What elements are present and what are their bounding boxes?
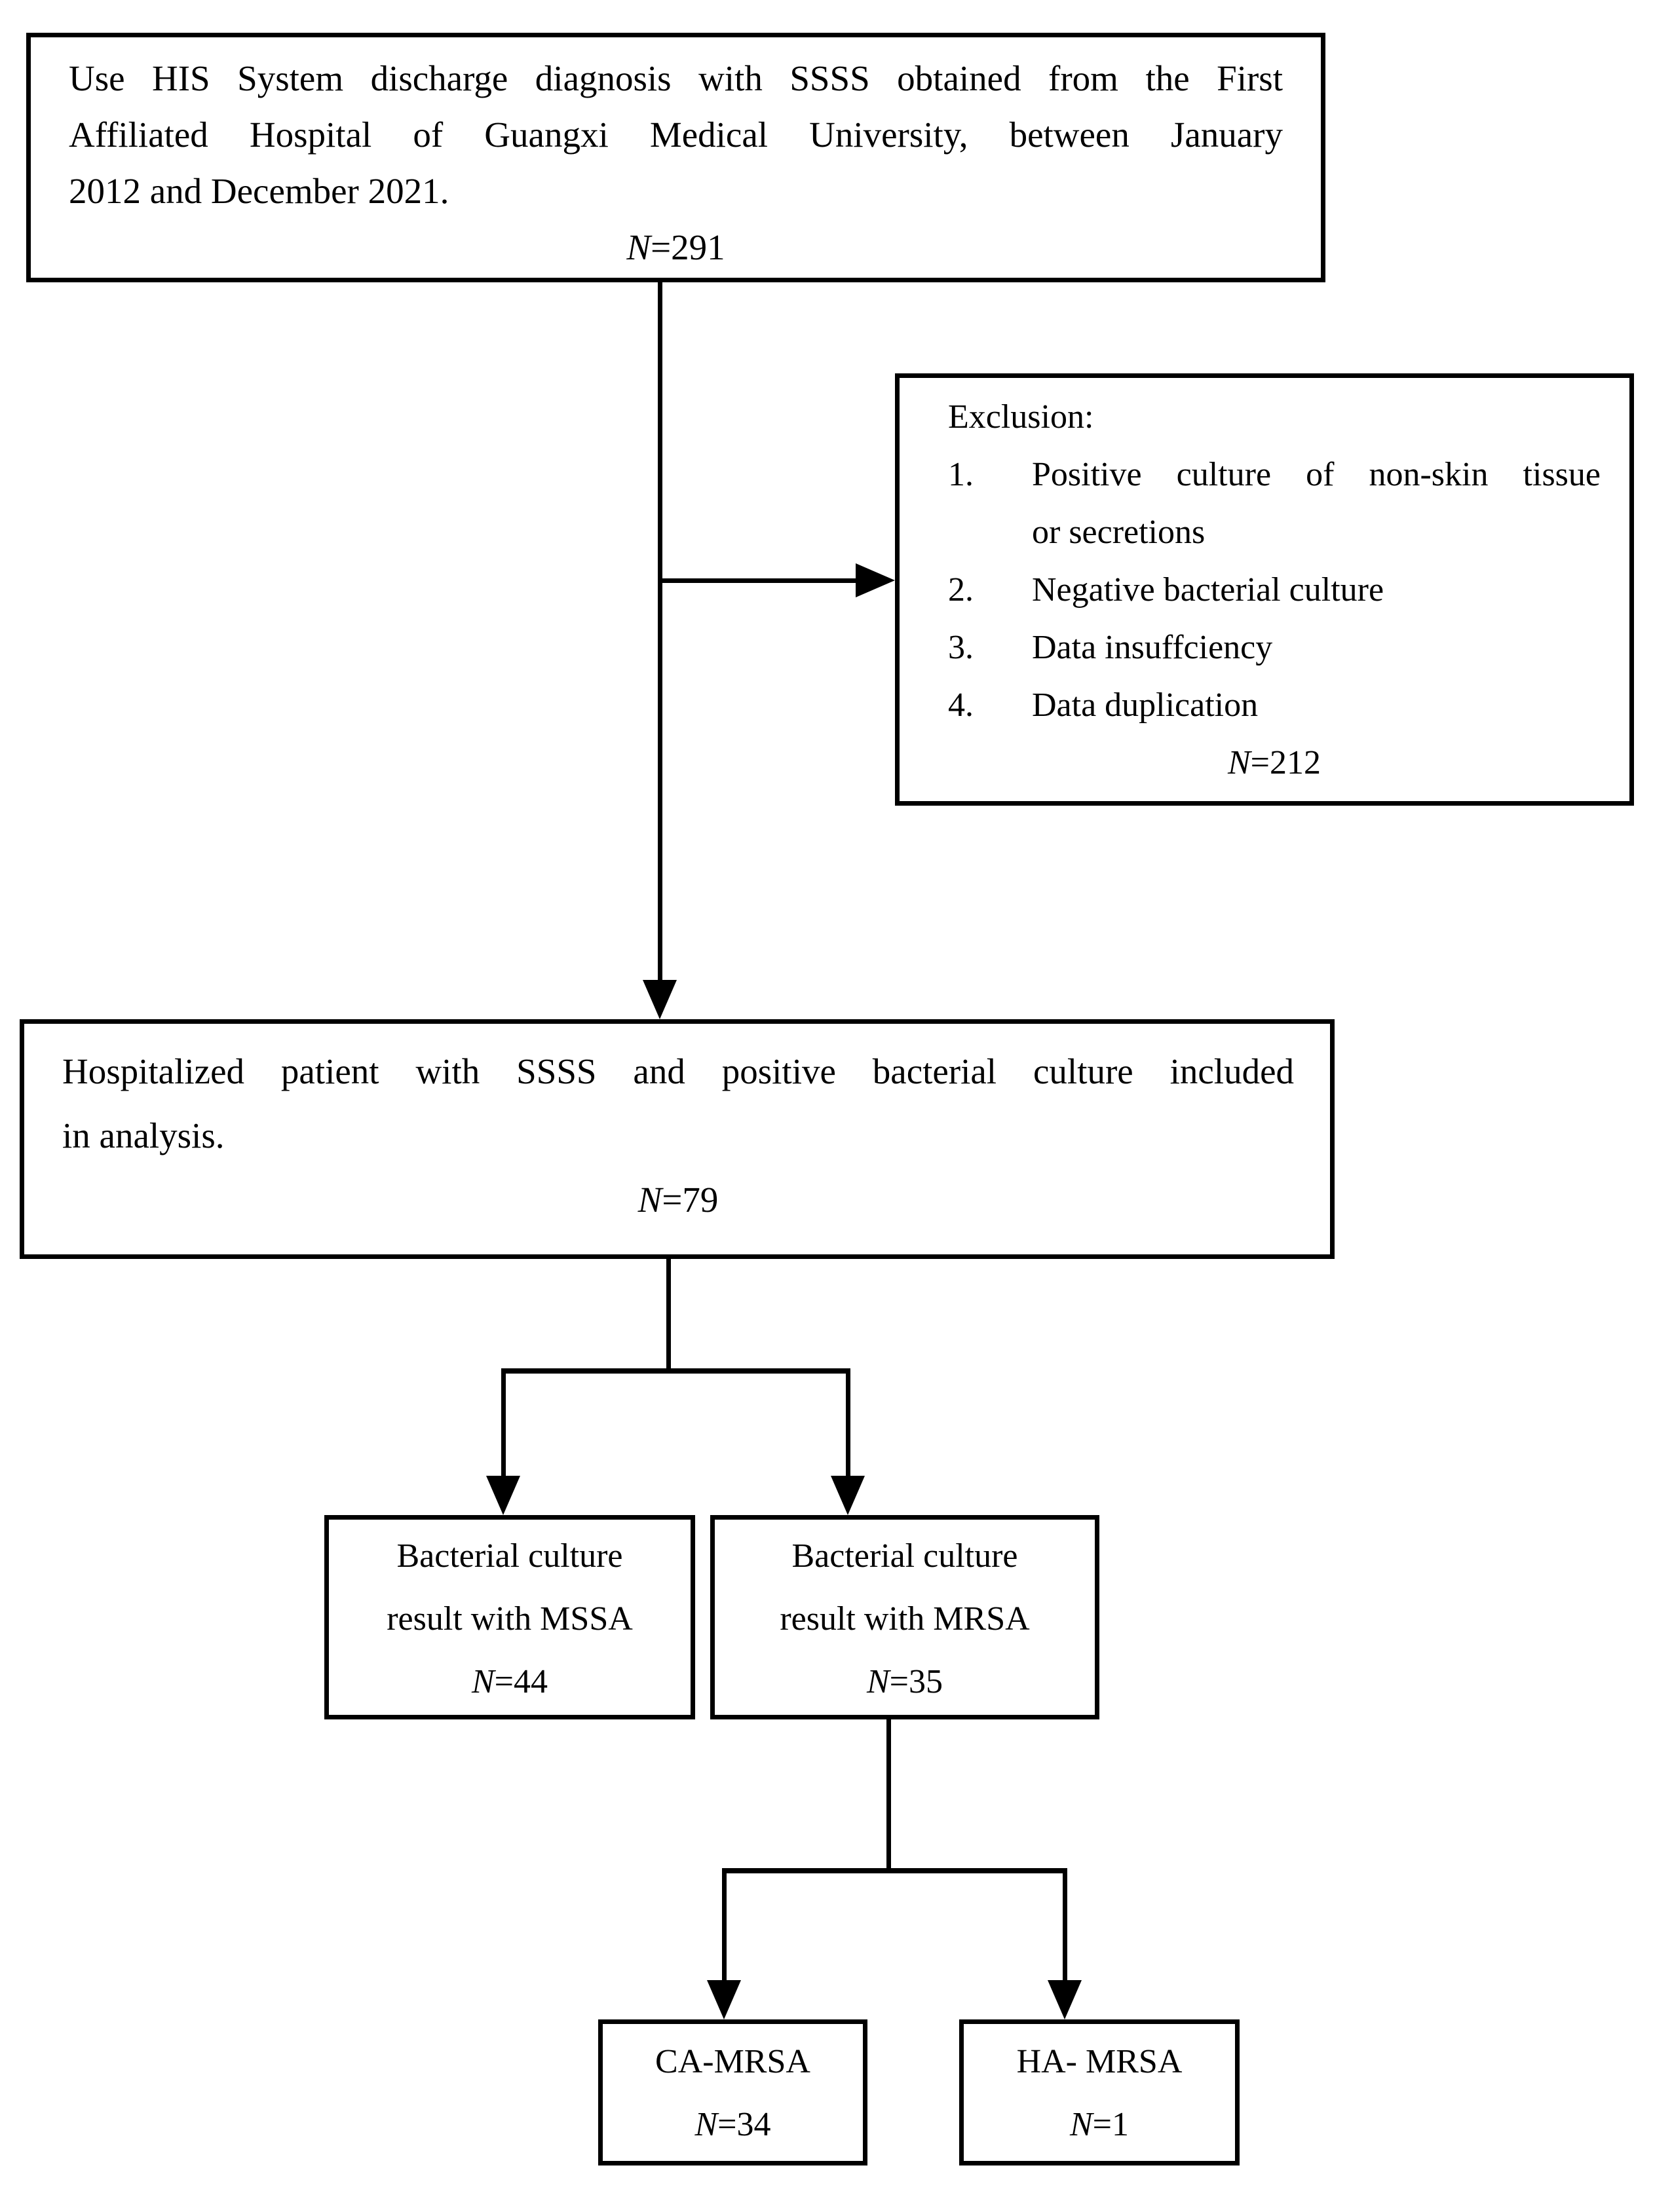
- mssa-box-line: Bacterial culture: [396, 1537, 623, 1575]
- connector-split-ca-ha: [722, 1868, 1067, 1873]
- included-box-line: Hospitalized patient with SSSS and posit…: [62, 1051, 1294, 1091]
- ha-mrsa-label: HA- MRSA: [1016, 2043, 1183, 2080]
- mssa-box-count: N=44: [471, 1663, 548, 1700]
- connector-to-mssa: [501, 1368, 506, 1480]
- arrowhead-down-icon: [831, 1476, 865, 1515]
- connector-to-exclusion: [660, 578, 857, 583]
- source-box-line: 2012 and December 2021.: [69, 171, 449, 211]
- connector-to-ca-mrsa: [722, 1868, 727, 1983]
- exclusion-item: 1. Positive culture of non-skin tissue o…: [948, 456, 1601, 551]
- included-box-count: N=79: [637, 1180, 719, 1220]
- arrowhead-down-icon: [643, 980, 677, 1019]
- ha-mrsa-count: N=1: [1069, 2106, 1129, 2143]
- source-box-line: Use HIS System discharge diagnosis with …: [69, 58, 1283, 98]
- ca-mrsa-count: N=34: [694, 2106, 771, 2143]
- arrowhead-down-icon: [707, 1980, 741, 2019]
- source-population-box: Use HIS System discharge diagnosis with …: [26, 33, 1325, 282]
- mrsa-result-box: Bacterial culture result with MRSA N=35: [710, 1515, 1099, 1719]
- arrowhead-down-icon: [486, 1476, 520, 1515]
- exclusion-item: 2. Negative bacterial culture: [948, 571, 1384, 609]
- exclusion-title: Exclusion:: [948, 398, 1094, 436]
- source-box-line: Affiliated Hospital of Guangxi Medical U…: [69, 115, 1283, 155]
- connector-split-mssa-mrsa: [501, 1368, 850, 1374]
- arrowhead-down-icon: [1048, 1980, 1082, 2019]
- exclusion-box: Exclusion: 1. Positive culture of non-sk…: [895, 373, 1634, 806]
- mrsa-box-line: result with MRSA: [780, 1600, 1030, 1638]
- source-box-count: N=291: [626, 227, 725, 267]
- connector-included-stem: [666, 1258, 671, 1374]
- arrowhead-right-icon: [856, 563, 895, 597]
- exclusion-item: 3. Data insuffciency: [948, 629, 1273, 666]
- included-box-line: in analysis.: [62, 1115, 225, 1155]
- connector-to-ha-mrsa: [1063, 1868, 1067, 1983]
- included-analysis-box: Hospitalized patient with SSSS and posit…: [20, 1019, 1335, 1259]
- ca-mrsa-label: CA-MRSA: [655, 2043, 810, 2080]
- mssa-result-box: Bacterial culture result with MSSA N=44: [324, 1515, 695, 1719]
- connector-source-to-included: [658, 282, 662, 983]
- mrsa-box-count: N=35: [866, 1663, 943, 1700]
- exclusion-count: N=212: [1227, 744, 1321, 781]
- mssa-box-line: result with MSSA: [387, 1600, 633, 1638]
- exclusion-item: 4. Data duplication: [948, 686, 1259, 724]
- mrsa-box-line: Bacterial culture: [791, 1537, 1018, 1575]
- ha-mrsa-box: HA- MRSA N=1: [959, 2019, 1240, 2165]
- ca-mrsa-box: CA-MRSA N=34: [598, 2019, 867, 2165]
- connector-to-mrsa: [846, 1368, 850, 1480]
- connector-mrsa-stem: [886, 1719, 891, 1872]
